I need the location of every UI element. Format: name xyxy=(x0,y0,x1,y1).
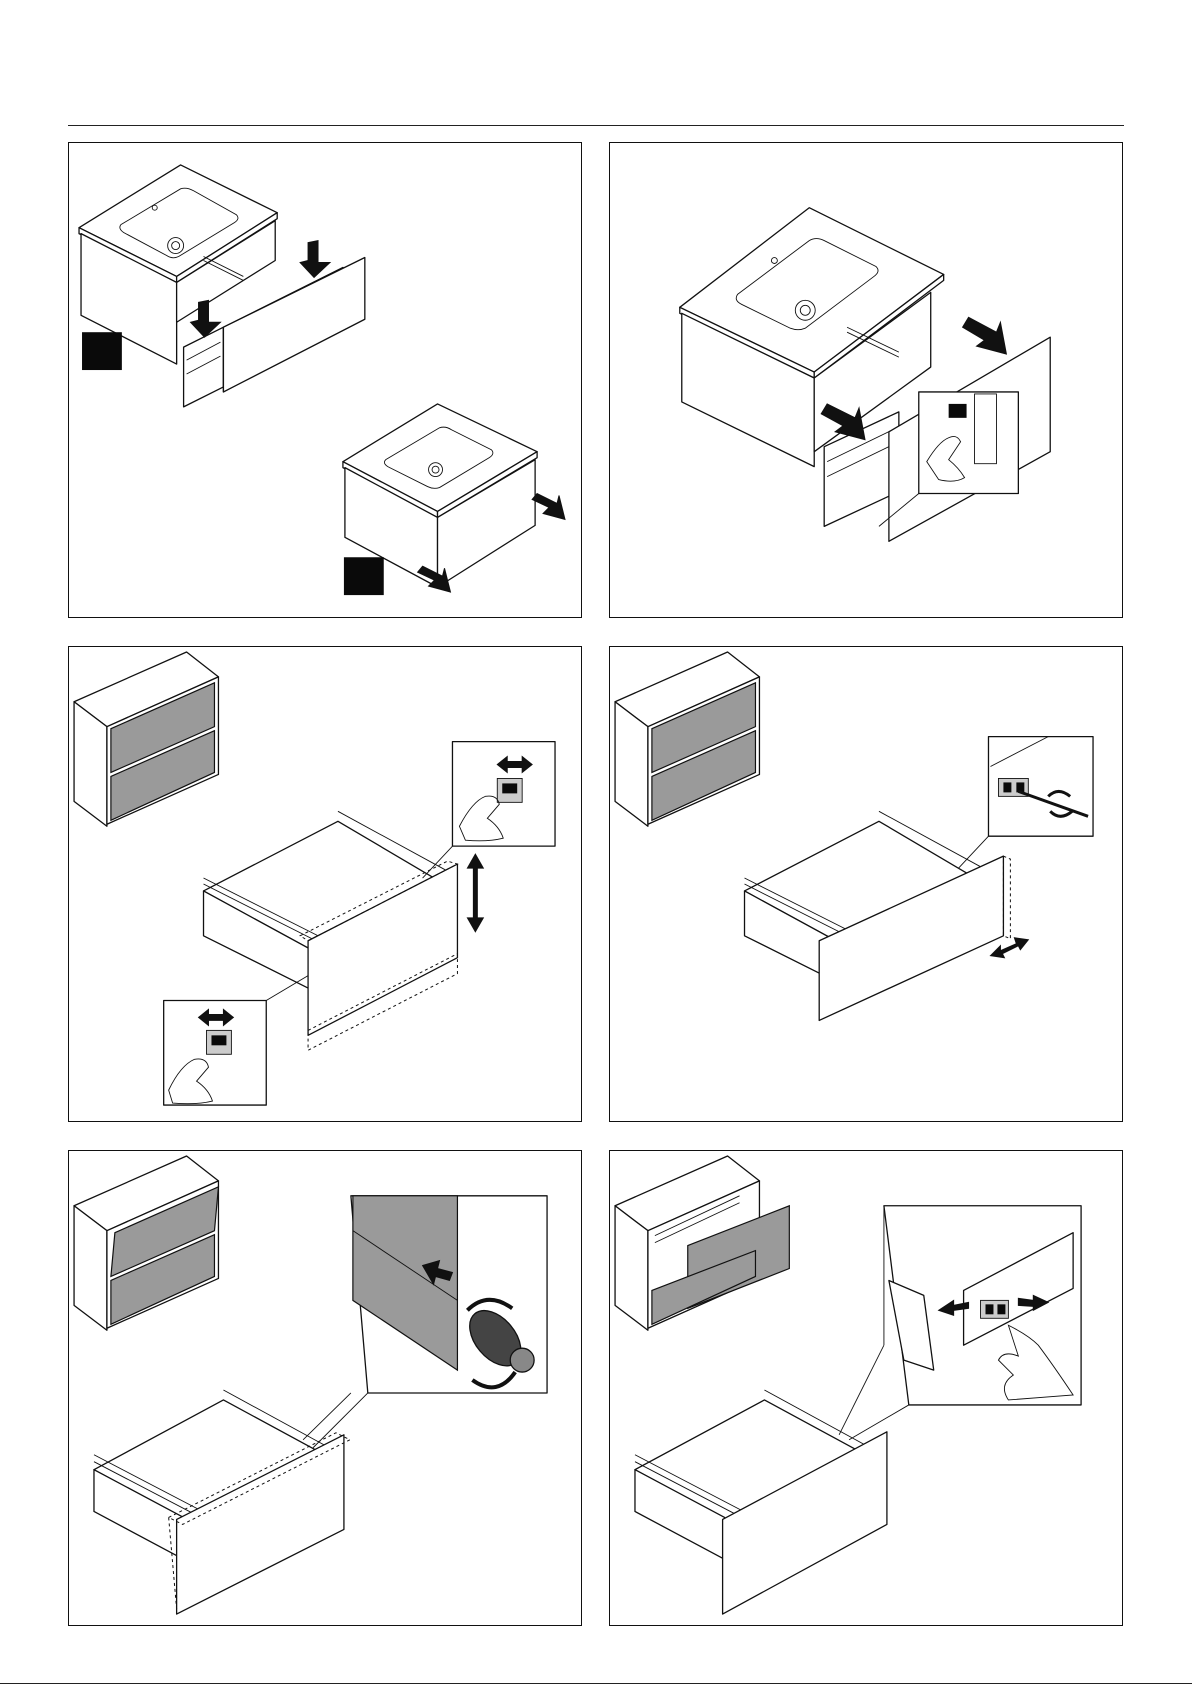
step-panel-4 xyxy=(609,646,1123,1122)
drawer-insertion-illustration xyxy=(610,143,1122,617)
arrow-icon xyxy=(532,494,565,520)
detail-inset xyxy=(839,1206,1081,1440)
vanity-mounting-illustration xyxy=(69,143,581,617)
side-adjust-illustration xyxy=(610,647,1122,1121)
step-marker-b xyxy=(344,557,384,595)
cabinet-drawer-open xyxy=(615,1156,789,1330)
double-arrow-icon xyxy=(467,854,483,932)
detail-inset-lower xyxy=(164,976,308,1105)
drawer-box xyxy=(745,811,1011,1020)
step-panel-3 xyxy=(68,646,582,1122)
footer-rule xyxy=(0,1683,1192,1684)
drawer-box xyxy=(635,1390,887,1614)
arrow-icon xyxy=(963,317,1007,354)
step-panel-6 xyxy=(609,1150,1123,1626)
step-panel-2 xyxy=(609,142,1123,618)
step-panel-5 xyxy=(68,1150,582,1626)
detail-inset-upper xyxy=(423,742,555,878)
arrow-icon xyxy=(300,241,330,278)
step-marker-a xyxy=(82,332,122,370)
tilt-adjust-illustration xyxy=(69,1151,581,1625)
detail-inset xyxy=(303,1196,547,1448)
height-adjust-illustration xyxy=(69,647,581,1121)
drawer-box xyxy=(94,1390,350,1614)
two-drawer-cabinet xyxy=(74,1156,218,1330)
double-arrow-icon xyxy=(990,938,1028,958)
header-rule xyxy=(68,125,1124,126)
drawer-removal-illustration xyxy=(610,1151,1122,1625)
two-drawer-cabinet xyxy=(615,652,759,826)
two-drawer-cabinet xyxy=(74,652,218,826)
step-panel-1 xyxy=(68,142,582,618)
detail-inset xyxy=(959,737,1093,868)
